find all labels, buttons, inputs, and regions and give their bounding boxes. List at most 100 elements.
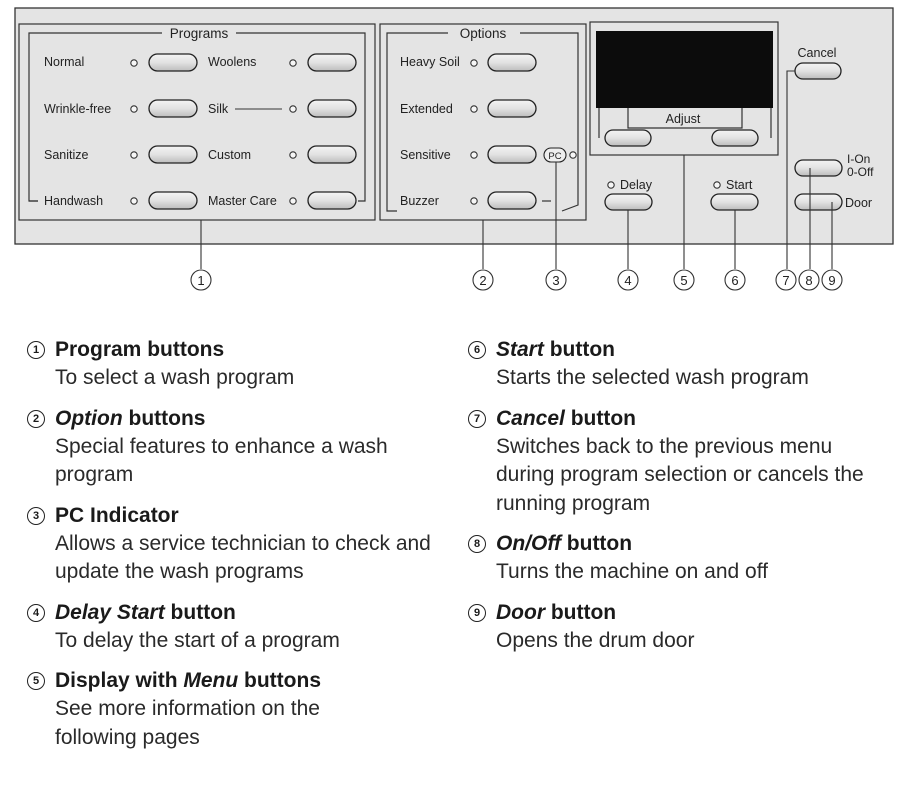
legend-entry-program-buttons: 1 Program buttons To select a wash progr… <box>27 336 447 393</box>
legend-description: See more information on the following pa… <box>55 697 320 749</box>
callout-5: 5 <box>680 273 687 288</box>
program-button-master-care[interactable] <box>307 191 357 210</box>
legend-description: Allows a service technician to check and… <box>55 531 431 584</box>
legend-title: PC Indicator <box>55 503 179 527</box>
program-label-sanitize: Sanitize <box>44 148 89 162</box>
program-button-sanitize[interactable] <box>148 145 198 164</box>
program-leds <box>130 59 297 205</box>
option-label-extended: Extended <box>400 102 453 116</box>
option-button-extended[interactable] <box>487 99 537 118</box>
callout-8: 8 <box>805 273 812 288</box>
legend-title: On/Off button <box>496 532 633 555</box>
options-title: Options <box>460 26 507 41</box>
program-button-normal[interactable] <box>148 53 198 72</box>
callout-4: 4 <box>624 273 631 288</box>
option-label-buzzer: Buzzer <box>400 194 439 208</box>
menu-button-left[interactable] <box>604 129 652 147</box>
program-button-handwash[interactable] <box>148 191 198 210</box>
option-button-heavy-soil[interactable] <box>487 53 537 72</box>
legend-description: Switches back to the previous menu durin… <box>496 434 864 515</box>
legend-entry-display-menu: 5 Display with Menu buttons See more inf… <box>27 667 357 752</box>
legend-number: 2 <box>27 409 45 428</box>
legend-number: 5 <box>27 672 45 690</box>
legend-entry-cancel: 7 Cancel button Switches back to the pre… <box>468 405 888 519</box>
callout-9: 9 <box>828 273 835 288</box>
program-label-handwash: Handwash <box>44 194 103 208</box>
legend-number: 6 <box>468 341 486 359</box>
legend-number: 9 <box>468 603 486 622</box>
program-label-woolens: Woolens <box>208 55 256 69</box>
legend-left-column: 1 Program buttons To select a wash progr… <box>27 336 447 764</box>
delay-led <box>607 181 615 189</box>
legend-entry-start: 6 Start button Starts the selected wash … <box>468 336 888 393</box>
callout-6: 6 <box>731 273 738 288</box>
legend-description: Starts the selected wash program <box>496 366 809 389</box>
legend-description: To select a wash program <box>55 366 295 389</box>
option-label-sensitive: Sensitive <box>400 148 451 162</box>
on-label: I-On <box>847 152 870 166</box>
off-label: 0-Off <box>847 165 874 179</box>
legend-entry-on-off: 8 On/Off button Turns the machine on and… <box>468 530 888 587</box>
pc-indicator-label: PC <box>548 151 561 162</box>
program-label-wrinkle-free: Wrinkle-free <box>44 102 111 116</box>
program-button-woolens[interactable] <box>307 53 357 72</box>
callout-3: 3 <box>552 273 559 288</box>
adjust-label: Adjust <box>666 112 701 126</box>
option-button-buzzer[interactable] <box>487 191 537 210</box>
pc-indicator-badge <box>543 147 567 163</box>
start-button[interactable] <box>710 193 759 211</box>
legend-title: Delay Start button <box>55 600 236 624</box>
callout-2: 2 <box>479 273 486 288</box>
legend-description: To delay the start of a program <box>55 628 340 652</box>
program-button-custom[interactable] <box>307 145 357 164</box>
option-label-heavy-soil: Heavy Soil <box>400 55 460 69</box>
legend-number: 8 <box>468 535 486 553</box>
legend-entry-door: 9 Door button Opens the drum door <box>468 599 888 656</box>
delay-label: Delay <box>620 178 653 192</box>
options-bracket <box>386 32 579 212</box>
legend-entry-pc-indicator: 3 PC Indicator Allows a service technici… <box>27 502 447 587</box>
legend-title: Option buttons <box>55 406 206 430</box>
legend-number: 3 <box>27 506 45 525</box>
pc-indicator-led <box>569 151 577 159</box>
door-button[interactable] <box>794 193 843 211</box>
adjust-bracket <box>598 108 772 138</box>
cancel-label: Cancel <box>798 46 837 60</box>
program-label-master-care: Master Care <box>208 194 277 208</box>
legend-entry-option-buttons: 2 Option buttons Special features to enh… <box>27 405 447 490</box>
door-label: Door <box>845 196 872 210</box>
legend-title: Cancel button <box>496 406 637 430</box>
programs-group <box>18 23 376 221</box>
callout-7: 7 <box>782 273 789 288</box>
cancel-button[interactable] <box>794 62 842 80</box>
program-label-normal: Normal <box>44 55 84 69</box>
legend-right-column: 6 Start button Starts the selected wash … <box>468 336 888 667</box>
option-button-sensitive[interactable] <box>487 145 537 164</box>
program-button-silk[interactable] <box>307 99 357 118</box>
control-panel-diagram: Programs Normal Wrinkle-free Sanitize Ha… <box>14 7 894 291</box>
delay-start-button[interactable] <box>604 193 653 211</box>
legend-title: Start button <box>496 338 615 361</box>
program-label-silk: Silk <box>208 102 229 116</box>
option-leds <box>470 59 478 205</box>
legend-title: Door button <box>496 600 617 624</box>
callout-leader-lines <box>200 70 833 269</box>
start-led <box>713 181 721 189</box>
menu-button-right[interactable] <box>711 129 759 147</box>
legend-description: Turns the machine on and off <box>496 560 769 583</box>
programs-title: Programs <box>170 26 229 41</box>
legend-number: 1 <box>27 341 45 359</box>
legend-title: Program buttons <box>55 338 225 361</box>
program-label-custom: Custom <box>208 148 251 162</box>
display-screen <box>596 31 773 108</box>
legend-description: Special features to enhance a wash progr… <box>55 434 388 487</box>
legend-number: 7 <box>468 409 486 428</box>
legend-entry-delay-start: 4 Delay Start button To delay the start … <box>27 599 447 656</box>
program-button-wrinkle-free[interactable] <box>148 99 198 118</box>
legend-title: Display with Menu buttons <box>55 669 321 692</box>
start-label: Start <box>726 178 753 192</box>
legend-number: 4 <box>27 603 45 622</box>
on-off-button[interactable] <box>794 159 843 177</box>
legend-description: Opens the drum door <box>496 628 695 652</box>
callout-markers <box>190 269 843 291</box>
